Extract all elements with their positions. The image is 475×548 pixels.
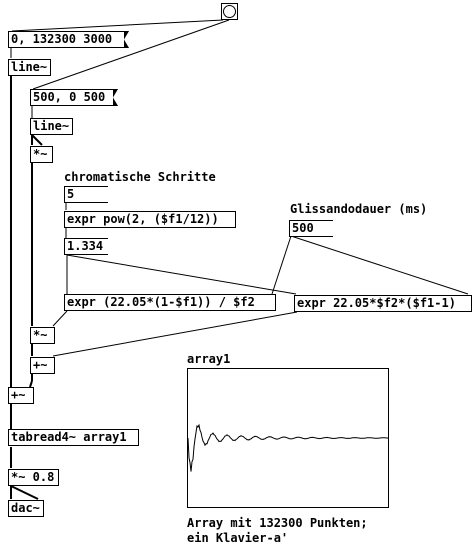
array-note-1: Array mit 132300 Punkten; (187, 516, 368, 530)
waveform-plot (188, 423, 388, 472)
number-value: 5 (67, 187, 75, 201)
array-note-2: ein Klavier-a' (187, 531, 289, 545)
message-start-line2[interactable]: 500, 0 500 (30, 89, 113, 106)
expr-pow-object[interactable]: expr pow(2, ($f1/12)) (64, 211, 236, 228)
number-glide[interactable]: 500 (289, 220, 333, 237)
comment-chromatic: chromatische Schritte (64, 170, 216, 184)
number-steps[interactable]: 5 (64, 186, 108, 203)
expr-a-object[interactable]: expr (22.05*(1-$f1)) / $f2 (64, 294, 276, 311)
number-value: 1.334 (67, 239, 104, 253)
add-object-1[interactable]: +~ (30, 357, 55, 374)
bang-button[interactable] (221, 3, 238, 20)
tabread-object[interactable]: tabread4~ array1 (8, 429, 139, 446)
comment-glide: Glissandodauer (ms) (290, 202, 428, 216)
line-object-2[interactable]: line~ (30, 118, 73, 135)
dac-object[interactable]: dac~ (8, 500, 44, 517)
message-text: 500, 0 500 (33, 90, 106, 104)
gain-object[interactable]: *~ 0.8 (8, 469, 59, 486)
add-object-2[interactable]: +~ (8, 387, 34, 404)
number-ratio[interactable]: 1.334 (64, 238, 108, 255)
number-value: 500 (292, 221, 314, 235)
multiply-object-2[interactable]: *~ (30, 327, 55, 344)
array-graph[interactable] (187, 368, 389, 508)
expr-b-object[interactable]: expr 22.05*$f2*($f1-1) (294, 295, 472, 312)
line-object-1[interactable]: line~ (8, 59, 51, 76)
message-text: 0, 132300 3000 (11, 32, 113, 46)
array-name-label: array1 (187, 352, 231, 366)
bang-circle-icon (223, 5, 236, 18)
message-start-line1[interactable]: 0, 132300 3000 (8, 31, 124, 48)
multiply-object-1[interactable]: *~ (30, 146, 53, 163)
